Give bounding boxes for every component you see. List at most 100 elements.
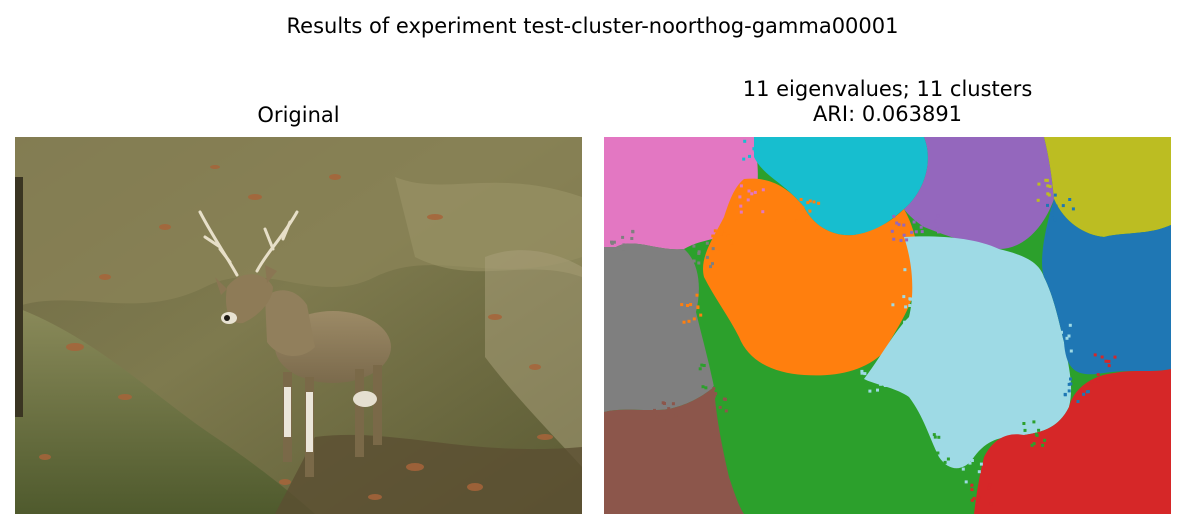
- cluster-speckle: [1051, 213, 1055, 217]
- cluster-speckle: [1041, 443, 1045, 447]
- cluster-speckle: [860, 371, 864, 375]
- cluster-speckle: [1055, 349, 1059, 353]
- cluster-speckle: [671, 402, 675, 406]
- cluster-speckle: [919, 225, 923, 229]
- cluster-speckle: [904, 305, 908, 309]
- cluster-speckle: [899, 239, 903, 242]
- cluster-speckle: [692, 317, 696, 321]
- cluster-speckle: [726, 234, 730, 238]
- cluster-speckle: [970, 498, 974, 502]
- cluster-speckle: [1030, 443, 1034, 447]
- cluster-speckle: [1090, 380, 1094, 384]
- cluster-speckle: [697, 251, 701, 255]
- cluster-speckle: [723, 370, 727, 374]
- cluster-speckle: [622, 247, 625, 251]
- cluster-speckle: [712, 394, 716, 398]
- figure-suptitle: Results of experiment test-cluster-noort…: [286, 14, 899, 38]
- cluster-speckle: [936, 214, 940, 218]
- cluster-speckle: [1068, 198, 1072, 201]
- cluster-speckle: [756, 144, 760, 148]
- cluster-speckle: [696, 306, 700, 310]
- cluster-speckle: [978, 511, 982, 514]
- cluster-speckle: [674, 413, 678, 417]
- cluster-speckle: [1069, 382, 1073, 386]
- cluster-speckle: [1060, 193, 1063, 197]
- cluster-speckle: [806, 201, 810, 205]
- cluster-speckle: [711, 234, 715, 238]
- cluster-speckle: [722, 397, 726, 401]
- cluster-speckle: [689, 303, 693, 306]
- cluster-speckle: [731, 241, 735, 245]
- cluster-speckle: [700, 363, 704, 367]
- cluster-speckle: [1046, 184, 1050, 188]
- cluster-speckle: [612, 240, 616, 244]
- cluster-speckle: [925, 262, 929, 265]
- cluster-speckle: [914, 313, 918, 317]
- cluster-speckle: [890, 229, 894, 233]
- cluster-speckle: [895, 221, 899, 225]
- cluster-speckle: [711, 262, 714, 266]
- cluster-speckle: [796, 208, 800, 211]
- cluster-speckle: [1050, 211, 1054, 215]
- cluster-speckle: [750, 192, 754, 196]
- cluster-speckle: [877, 364, 881, 368]
- cluster-speckle: [914, 254, 918, 258]
- cluster-speckle: [970, 483, 974, 487]
- cluster-speckle: [1032, 420, 1036, 424]
- cluster-speckle: [743, 139, 747, 143]
- cluster-speckle: [799, 198, 803, 201]
- cluster-speckle: [977, 496, 981, 500]
- cluster-speckle: [699, 313, 703, 317]
- cluster-region-gray: [604, 243, 714, 412]
- cluster-speckle: [667, 407, 671, 411]
- cluster-speckle: [660, 415, 663, 419]
- cluster-speckle: [721, 367, 725, 371]
- cluster-speckle: [653, 408, 656, 412]
- cluster-speckle: [1046, 203, 1049, 207]
- cluster-region-pink: [604, 137, 758, 250]
- cluster-speckle: [883, 384, 887, 387]
- cluster-speckle: [956, 462, 960, 466]
- cluster-speckle: [754, 139, 757, 143]
- cluster-speckle: [876, 388, 879, 392]
- segmentation-map: [604, 137, 1171, 514]
- cluster-speckle: [661, 401, 665, 405]
- cluster-speckle: [742, 157, 746, 161]
- cluster-speckle: [1069, 349, 1073, 353]
- cluster-speckle: [879, 382, 883, 386]
- cluster-speckle: [868, 389, 872, 393]
- cluster-speckle: [739, 184, 743, 188]
- cluster-speckle: [746, 198, 750, 202]
- cluster-speckle: [920, 446, 923, 450]
- cluster-speckle: [1068, 323, 1072, 327]
- cluster-speckle: [915, 270, 919, 274]
- cluster-speckle: [758, 137, 762, 141]
- cluster-speckle: [631, 230, 635, 234]
- cluster-speckle: [1022, 422, 1026, 425]
- cluster-speckle: [989, 502, 993, 506]
- cluster-speckle: [1063, 392, 1067, 396]
- cluster-speckle: [908, 304, 912, 307]
- cluster-speckle: [753, 190, 757, 194]
- cluster-speckle: [902, 295, 906, 299]
- cluster-speckle: [912, 270, 916, 274]
- cluster-speckle: [933, 435, 937, 439]
- segmentation-image: [604, 137, 1171, 514]
- cluster-speckle: [761, 210, 765, 214]
- cluster-speckle: [1045, 178, 1049, 182]
- cluster-speckle: [738, 195, 742, 199]
- cluster-speckle: [1067, 389, 1071, 393]
- cluster-speckle: [932, 433, 936, 437]
- cluster-speckle: [752, 147, 756, 151]
- cluster-speckle: [621, 235, 625, 239]
- cluster-speckle: [976, 498, 980, 502]
- cluster-speckle: [902, 223, 906, 227]
- cluster-speckle: [924, 254, 928, 258]
- cluster-speckle: [698, 367, 702, 371]
- cluster-speckle: [711, 390, 715, 394]
- cluster-speckle: [1060, 180, 1064, 184]
- cluster-speckle: [905, 238, 909, 242]
- cluster-region-red: [974, 369, 1171, 514]
- cluster-speckle: [1023, 428, 1027, 432]
- cluster-region-orange: [703, 178, 919, 376]
